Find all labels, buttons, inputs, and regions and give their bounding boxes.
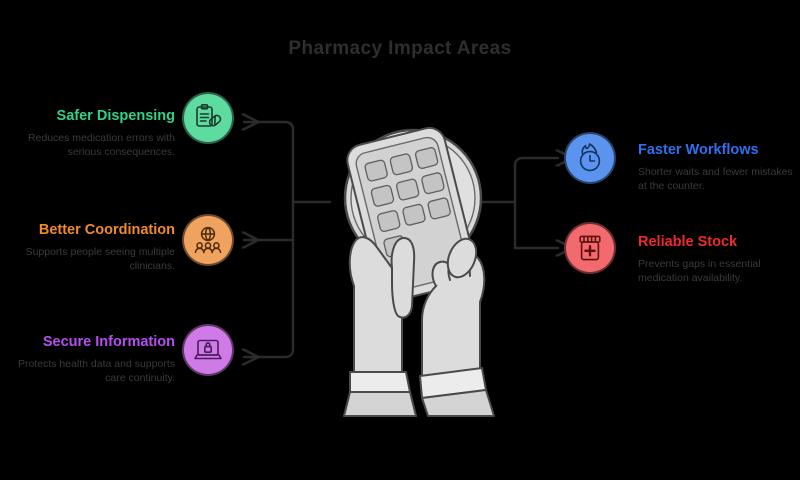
- description-secure-information: Protects health data and supports care c…: [17, 358, 175, 384]
- text-block-better-coordination: Better Coordination Supports people seei…: [10, 222, 175, 273]
- description-faster-workflows: Shorter waits and fewer mistakes at the …: [638, 166, 793, 192]
- text-block-faster-workflows: Faster Workflows Shorter waits and fewer…: [638, 142, 800, 193]
- description-reliable-stock: Prevents gaps in essential medication av…: [638, 258, 761, 284]
- badge-secure-information[interactable]: [182, 324, 234, 376]
- clipboard-pill-icon: [196, 103, 222, 127]
- badge-faster-workflows[interactable]: [564, 132, 616, 184]
- heading-reliable-stock: Reliable Stock: [638, 234, 738, 250]
- text-block-reliable-stock: Reliable Stock Prevents gaps in essentia…: [638, 234, 800, 285]
- heading-secure-information: Secure Information: [42, 334, 175, 350]
- description-safer-dispensing: Reduces medication errors with serious c…: [27, 132, 175, 158]
- badge-better-coordination[interactable]: [182, 214, 234, 266]
- text-block-safer-dispensing: Safer Dispensing Reduces medication erro…: [10, 108, 175, 159]
- globe-people-icon: [194, 226, 222, 254]
- hands-holding-device-illustration: [343, 126, 495, 417]
- heading-better-coordination: Better Coordination: [38, 222, 175, 238]
- badge-reliable-stock[interactable]: [564, 222, 616, 274]
- description-better-coordination: Supports people seeing multiple clinicia…: [25, 246, 175, 272]
- page-title: Pharmacy Impact Areas: [288, 38, 512, 59]
- heading-safer-dispensing: Safer Dispensing: [56, 108, 175, 124]
- laptop-lock-icon: [194, 339, 222, 360]
- text-block-secure-information: Secure Information Protects health data …: [10, 334, 175, 385]
- clock-fire-icon: [579, 143, 601, 172]
- heading-faster-workflows: Faster Workflows: [638, 142, 759, 158]
- medicine-bottle-icon: [579, 235, 601, 261]
- badge-safer-dispensing[interactable]: [182, 92, 234, 144]
